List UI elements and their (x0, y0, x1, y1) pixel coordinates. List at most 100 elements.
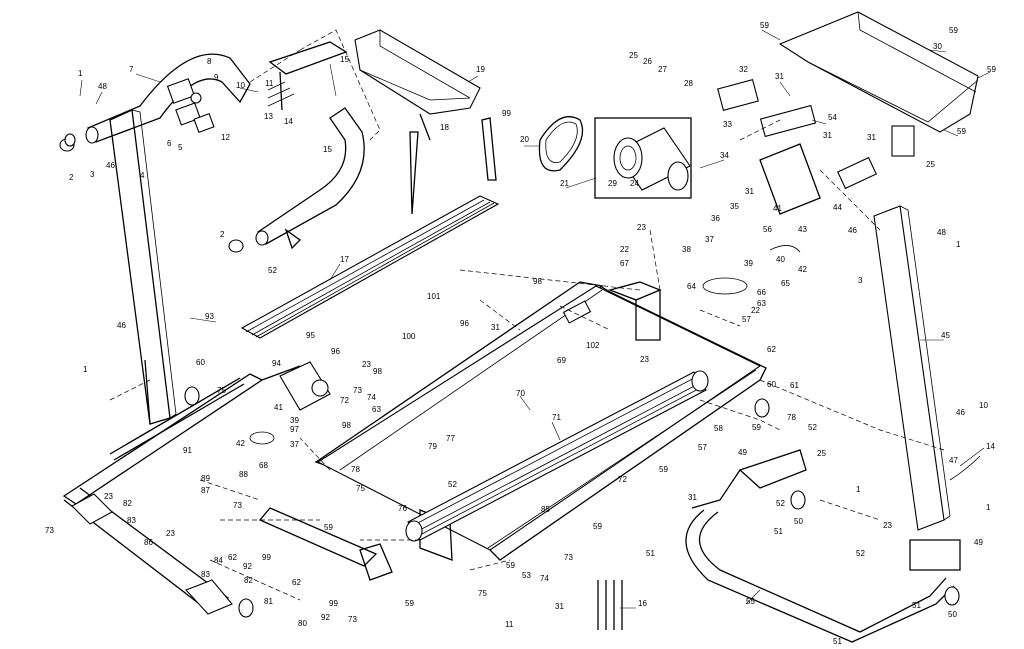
part-callout-1: 1 (83, 365, 88, 374)
part-callout-73: 73 (348, 615, 357, 624)
part-callout-94: 94 (272, 359, 281, 368)
part-callout-51: 51 (912, 601, 921, 610)
part-callout-62: 62 (292, 578, 301, 587)
part-callout-23: 23 (637, 223, 646, 232)
part-callout-37: 37 (290, 440, 299, 449)
wheels-and-feet (64, 133, 960, 618)
console-strap (409, 117, 497, 215)
part-callout-36: 36 (711, 214, 720, 223)
part-callout-84: 84 (214, 556, 223, 565)
console-hood (354, 29, 481, 141)
part-callout-48: 48 (937, 228, 946, 237)
part-callout-59: 59 (752, 423, 761, 432)
right-handrail-curved (228, 41, 365, 253)
part-callout-59: 59 (405, 599, 414, 608)
part-callout-92: 92 (243, 562, 252, 571)
part-callout-39: 39 (290, 416, 299, 425)
part-callout-52: 52 (808, 423, 817, 432)
part-callout-91: 91 (183, 446, 192, 455)
bolts-set (597, 580, 623, 630)
part-callout-59: 59 (949, 26, 958, 35)
part-callout-89: 89 (201, 474, 210, 483)
part-callout-9: 9 (214, 73, 219, 82)
part-callout-50: 50 (794, 517, 803, 526)
part-callout-1: 1 (986, 503, 991, 512)
part-callout-73: 73 (564, 553, 573, 562)
part-callout-73: 73 (45, 526, 54, 535)
part-callout-73: 73 (233, 501, 242, 510)
part-callout-73: 73 (353, 386, 362, 395)
part-callout-51: 51 (646, 549, 655, 558)
part-callout-22: 22 (620, 245, 629, 254)
part-callout-52: 52 (448, 480, 457, 489)
assembly-leader-lines (109, 119, 945, 601)
part-callout-70: 70 (516, 389, 525, 398)
part-callout-59: 59 (324, 523, 333, 532)
part-callout-52: 52 (268, 266, 277, 275)
part-callout-50: 50 (948, 610, 957, 619)
part-callout-52: 52 (776, 499, 785, 508)
part-callout-59: 59 (760, 21, 769, 30)
part-callout-40: 40 (776, 255, 785, 264)
part-callout-3: 3 (858, 276, 863, 285)
part-callout-28: 28 (684, 79, 693, 88)
part-callout-58: 58 (714, 424, 723, 433)
part-callout-14: 14 (986, 442, 995, 451)
part-callout-59: 59 (987, 65, 996, 74)
part-callout-74: 74 (540, 574, 549, 583)
part-callout-46: 46 (106, 161, 115, 170)
part-callout-25: 25 (817, 449, 826, 458)
part-callout-93: 93 (205, 312, 214, 321)
part-callout-21: 21 (560, 179, 569, 188)
part-callout-31: 31 (491, 323, 500, 332)
part-callout-85: 85 (541, 505, 550, 514)
part-callout-100: 100 (402, 332, 416, 341)
incline-rod (109, 377, 245, 461)
part-callout-102: 102 (586, 341, 600, 350)
part-callout-68: 68 (259, 461, 268, 470)
part-callout-62: 62 (228, 553, 237, 562)
part-callout-49: 49 (974, 538, 983, 547)
right-upright (873, 205, 951, 531)
part-callout-11: 11 (505, 620, 514, 629)
part-callout-23: 23 (640, 355, 649, 364)
drive-belt (538, 116, 584, 172)
part-callout-12: 12 (221, 133, 230, 142)
part-callout-19: 19 (476, 65, 485, 74)
part-callout-79: 79 (428, 442, 437, 451)
part-callout-67: 67 (620, 259, 629, 268)
part-callout-1: 1 (78, 69, 83, 78)
part-callout-59: 59 (659, 465, 668, 474)
motor-controller (717, 79, 877, 215)
deck-frame (314, 281, 767, 561)
part-callout-46: 46 (117, 321, 126, 330)
part-callout-10: 10 (979, 401, 988, 410)
part-callout-18: 18 (440, 123, 449, 132)
part-callout-52: 52 (856, 549, 865, 558)
part-callout-71: 71 (552, 413, 561, 422)
part-callout-31: 31 (555, 602, 564, 611)
left-base-rail (62, 373, 264, 615)
part-callout-43: 43 (798, 225, 807, 234)
part-callout-55: 55 (746, 597, 755, 606)
part-callout-72: 72 (618, 475, 627, 484)
part-callout-83: 83 (127, 516, 136, 525)
part-callout-98: 98 (533, 277, 542, 286)
left-upright-and-handrail (85, 53, 251, 425)
part-callout-99: 99 (502, 109, 511, 118)
part-callout-59: 59 (506, 561, 515, 570)
part-callout-23: 23 (362, 360, 371, 369)
part-callout-83: 83 (201, 570, 210, 579)
console-group-outline (249, 29, 381, 141)
part-callout-31: 31 (775, 72, 784, 81)
part-callout-38: 38 (682, 245, 691, 254)
part-callout-57: 57 (742, 315, 751, 324)
part-callout-1: 1 (956, 240, 961, 249)
part-callout-81: 81 (264, 597, 273, 606)
part-callout-16: 16 (638, 599, 647, 608)
part-callout-26: 26 (643, 57, 652, 66)
part-callout-22: 22 (751, 306, 760, 315)
part-callout-25: 25 (926, 160, 935, 169)
